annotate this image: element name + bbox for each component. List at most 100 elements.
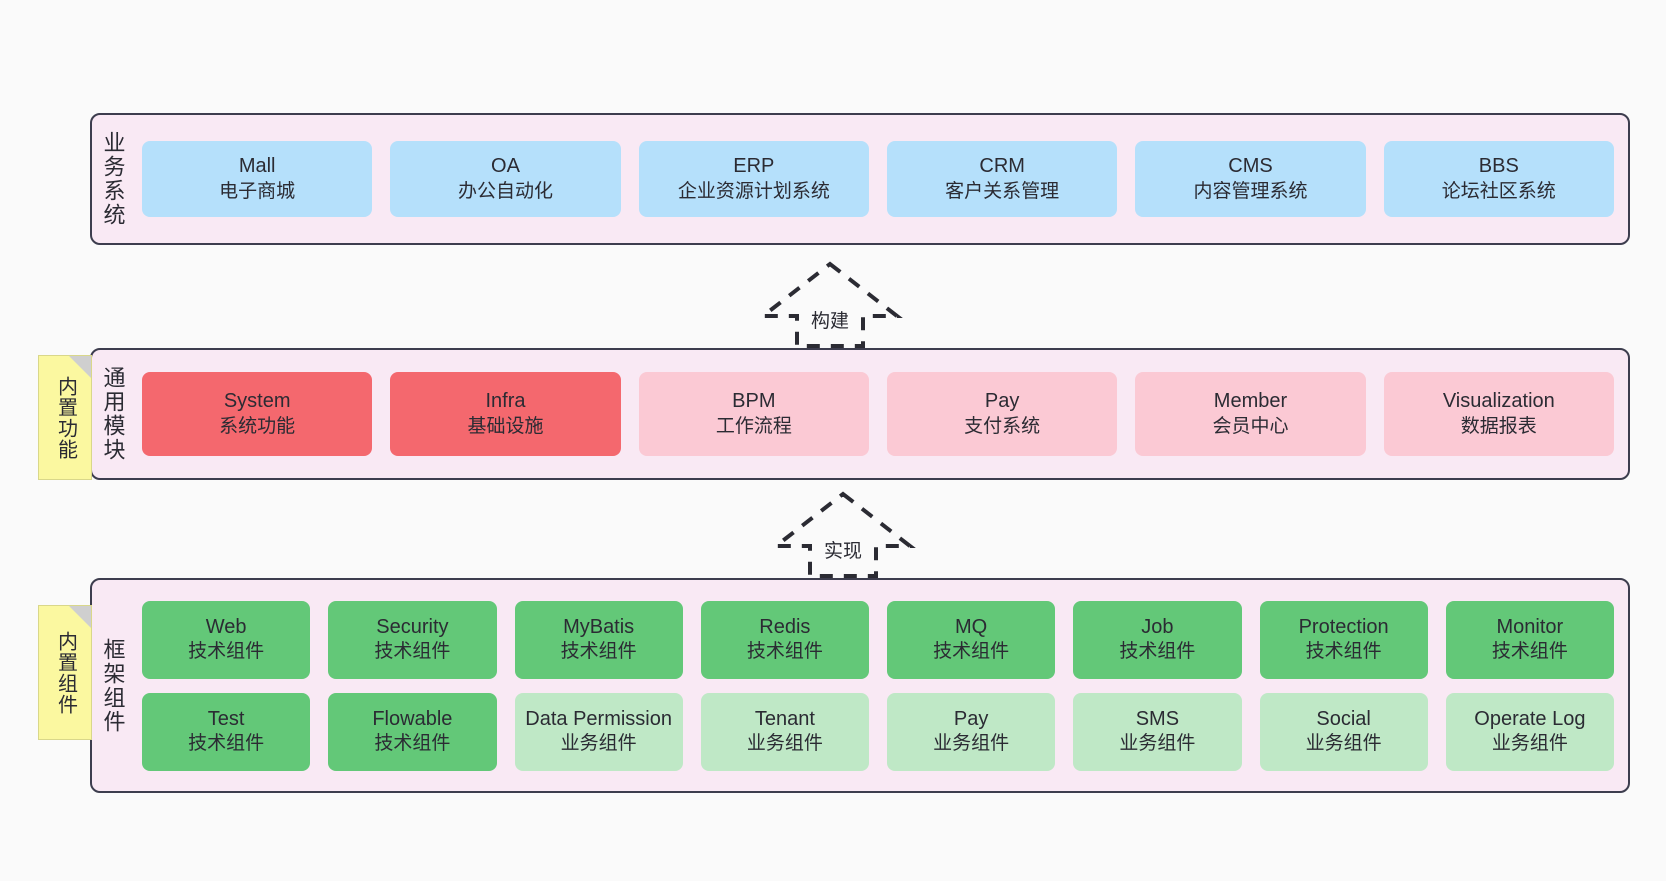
layer-title-framework-component: 框架组件	[100, 637, 126, 734]
card-tenant[interactable]: Tenant 业务组件	[700, 692, 869, 771]
card-monitor[interactable]: Monitor 技术组件	[1445, 600, 1614, 679]
layer-business-system: 业务系统 Mall 电子商城 OA 办公自动化 ERP 企业资源计划系统 CRM…	[90, 113, 1630, 245]
card-row: Test 技术组件 Flowable 技术组件 Data Permission …	[142, 692, 1614, 771]
card-subtitle: 业务组件	[1491, 733, 1568, 755]
card-title: Infra	[485, 390, 526, 413]
card-member[interactable]: Member 会员中心	[1135, 372, 1366, 456]
tag-label: 内置功能	[54, 375, 77, 460]
card-subtitle: 论坛社区系统	[1441, 180, 1556, 202]
card-subtitle: 技术组件	[1491, 641, 1568, 663]
layer-framework-component: 框架组件 Web 技术组件 Security 技术组件 MyBatis 技术组件…	[90, 578, 1630, 793]
card-subtitle: 基础设施	[467, 415, 544, 437]
card-title: BPM	[732, 390, 776, 413]
card-crm[interactable]: CRM 客户关系管理	[886, 141, 1118, 217]
card-mq[interactable]: MQ 技术组件	[887, 600, 1056, 679]
card-redis[interactable]: Redis 技术组件	[700, 600, 869, 679]
card-title: MQ	[955, 615, 988, 638]
card-subtitle: 办公自动化	[457, 180, 553, 202]
card-flowable[interactable]: Flowable 技术组件	[328, 692, 497, 771]
card-pay-module[interactable]: Pay 支付系统	[886, 372, 1118, 456]
layer-title-business-system: 业务系统	[100, 131, 126, 227]
layer-title-common-module: 通用模块	[100, 366, 126, 462]
card-cms[interactable]: CMS 内容管理系统	[1135, 141, 1366, 217]
card-protection[interactable]: Protection 技术组件	[1259, 600, 1428, 679]
card-title: Flowable	[372, 707, 453, 730]
card-title: Mall	[238, 155, 276, 178]
card-mybatis[interactable]: MyBatis 技术组件	[514, 600, 683, 679]
card-subtitle: 技术组件	[1305, 641, 1382, 663]
card-oa[interactable]: OA 办公自动化	[390, 141, 621, 217]
card-web[interactable]: Web 技术组件	[142, 600, 311, 679]
card-test[interactable]: Test 技术组件	[142, 692, 311, 771]
card-mall[interactable]: Mall 电子商城	[142, 141, 373, 217]
card-bbs[interactable]: BBS 论坛社区系统	[1383, 141, 1614, 217]
card-subtitle: 业务组件	[1305, 733, 1382, 755]
card-system[interactable]: System 系统功能	[142, 372, 373, 456]
card-subtitle: 业务组件	[746, 733, 823, 755]
card-security[interactable]: Security 技术组件	[328, 600, 497, 679]
card-subtitle: 系统功能	[219, 415, 296, 437]
card-title: Job	[1141, 615, 1174, 638]
card-subtitle: 技术组件	[560, 641, 637, 663]
card-job[interactable]: Job 技术组件	[1073, 600, 1242, 679]
layer-body-business-system: Mall 电子商城 OA 办公自动化 ERP 企业资源计划系统 CRM 客户关系…	[134, 115, 1628, 243]
card-subtitle: 技术组件	[374, 733, 451, 755]
card-title: OA	[491, 155, 520, 178]
card-title: Tenant	[754, 707, 815, 730]
card-subtitle: 技术组件	[188, 733, 265, 755]
card-title: Security	[376, 615, 449, 638]
arrow-build-shape	[757, 261, 903, 348]
card-subtitle: 技术组件	[746, 641, 823, 663]
tag-builtin-component: 内置组件	[38, 605, 92, 740]
tag-label: 内置组件	[54, 630, 77, 715]
card-sms[interactable]: SMS 业务组件	[1073, 692, 1242, 771]
card-title: Data Permission	[525, 707, 672, 730]
card-title: Visualization	[1442, 390, 1555, 413]
card-data-permission[interactable]: Data Permission 业务组件	[514, 692, 683, 771]
card-row: Web 技术组件 Security 技术组件 MyBatis 技术组件 Redi…	[142, 600, 1614, 679]
card-subtitle: 企业资源计划系统	[677, 180, 830, 202]
tag-builtin-function: 内置功能	[38, 355, 92, 480]
card-subtitle: 内容管理系统	[1193, 180, 1308, 202]
card-title: Pay	[953, 707, 989, 730]
card-title: Pay	[984, 390, 1020, 413]
card-subtitle: 业务组件	[933, 733, 1010, 755]
card-title: Operate Log	[1474, 707, 1586, 730]
card-subtitle: 数据报表	[1460, 415, 1537, 437]
card-title: Test	[207, 707, 245, 730]
card-subtitle: 技术组件	[933, 641, 1010, 663]
card-subtitle: 支付系统	[964, 415, 1041, 437]
card-title: CMS	[1228, 155, 1273, 178]
card-visualization[interactable]: Visualization 数据报表	[1383, 372, 1614, 456]
card-pay-component[interactable]: Pay 业务组件	[887, 692, 1056, 771]
card-title: Monitor	[1496, 615, 1564, 638]
fold-corner-icon	[69, 356, 91, 378]
card-subtitle: 业务组件	[1119, 733, 1196, 755]
card-subtitle: 业务组件	[560, 733, 637, 755]
card-title: MyBatis	[563, 615, 635, 638]
arrow-build: 构建	[755, 258, 905, 350]
card-subtitle: 工作流程	[715, 415, 792, 437]
card-title: Web	[205, 615, 247, 638]
arrow-build-label: 构建	[807, 306, 853, 333]
arrow-implement: 实现	[768, 488, 918, 580]
card-title: Protection	[1298, 615, 1389, 638]
arrow-implement-shape	[770, 491, 916, 578]
card-title: Redis	[759, 615, 811, 638]
card-subtitle: 客户关系管理	[945, 180, 1060, 202]
card-subtitle: 技术组件	[374, 641, 451, 663]
card-operate-log[interactable]: Operate Log 业务组件	[1445, 692, 1614, 771]
card-title: System	[223, 390, 291, 413]
card-title: BBS	[1478, 155, 1519, 178]
card-infra[interactable]: Infra 基础设施	[390, 372, 621, 456]
card-row: Mall 电子商城 OA 办公自动化 ERP 企业资源计划系统 CRM 客户关系…	[142, 141, 1614, 217]
card-title: Social	[1316, 707, 1371, 730]
card-social[interactable]: Social 业务组件	[1259, 692, 1428, 771]
card-erp[interactable]: ERP 企业资源计划系统	[638, 141, 869, 217]
card-subtitle: 会员中心	[1212, 415, 1289, 437]
card-title: Member	[1213, 390, 1288, 413]
card-title: ERP	[733, 155, 775, 178]
card-bpm[interactable]: BPM 工作流程	[638, 372, 869, 456]
card-title: SMS	[1135, 707, 1180, 730]
card-subtitle: 技术组件	[188, 641, 265, 663]
